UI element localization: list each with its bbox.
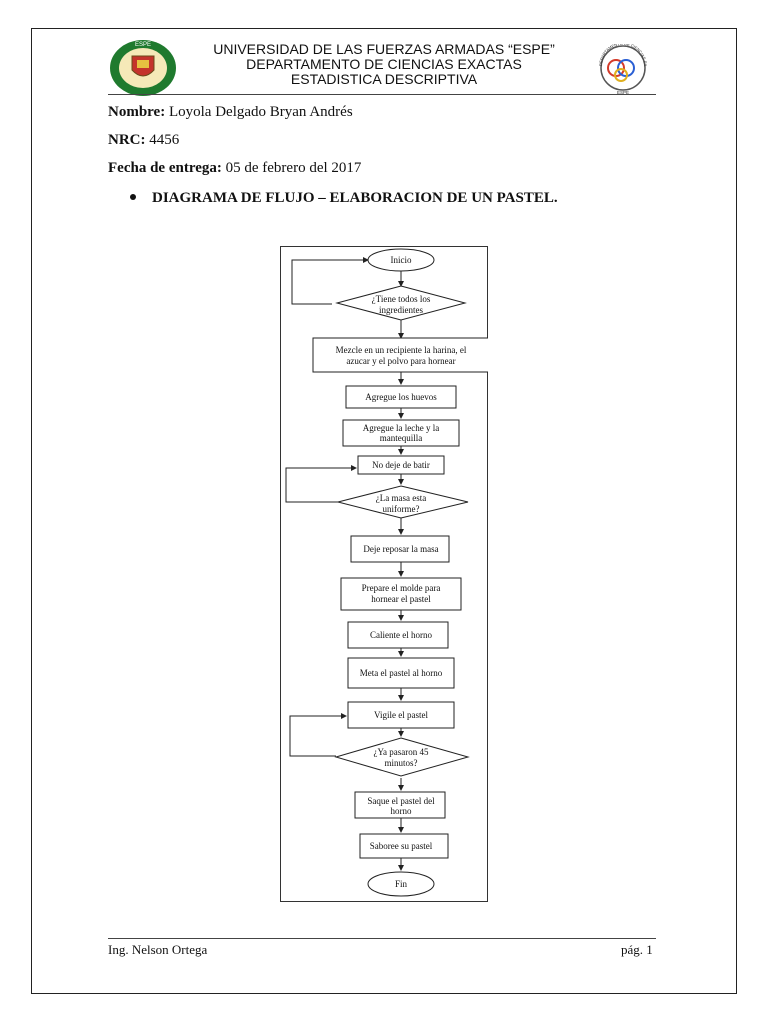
flow-step-mix — [312, 337, 490, 373]
espe-seal-icon: ESPE — [110, 40, 176, 96]
header-university: UNIVERSIDAD DE LAS FUERZAS ARMADAS “ESPE… — [213, 41, 555, 57]
flow-s3-line1: Agregue la leche y la — [363, 423, 439, 433]
flow-s7-label: Caliente el horno — [370, 630, 432, 640]
fecha-label: Fecha de entrega: — [108, 160, 222, 176]
flow-step-watch — [347, 701, 455, 729]
flow-s10-line1: Saque el pastel del — [367, 796, 435, 806]
section-heading: DIAGRAMA DE FLUJO – ELABORACION DE UN PA… — [130, 190, 558, 207]
flow-start-node — [367, 248, 435, 272]
flow-decision-uniform — [337, 485, 469, 519]
footer-author: Ing. Nelson Ortega — [108, 942, 208, 957]
footer-divider — [108, 938, 656, 939]
flow-step-remove — [354, 791, 446, 819]
field-nrc: NRC: 4456 — [108, 132, 179, 149]
flow-end-label: Fin — [395, 879, 408, 889]
nombre-label: Nombre: — [108, 104, 166, 120]
flow-s1-line2: azucar y el polvo para hornear — [346, 356, 455, 366]
flow-step-milk — [342, 419, 460, 447]
ciencias-exactas-seal-icon: DEPARTAMENTO DE CIENCIAS EXACTAS ESPE — [588, 44, 648, 95]
institution-header: UNIVERSIDAD DE LAS FUERZAS ARMADAS “ESPE… — [180, 42, 588, 87]
bullet-icon — [130, 193, 136, 200]
flow-s3-line2: mantequilla — [380, 433, 423, 443]
svg-text:DEPARTAMENTO DE CIENCIAS EXACT: DEPARTAMENTO DE CIENCIAS EXACTAS — [588, 44, 648, 67]
field-fecha: Fecha de entrega: 05 de febrero del 2017 — [108, 160, 361, 177]
nombre-value: Loyola Delgado Bryan Andrés — [165, 104, 353, 120]
header-department: DEPARTAMENTO DE CIENCIAS EXACTAS — [246, 56, 522, 72]
flow-s1-line1: Mezcle en un recipiente la harina, el — [336, 345, 467, 355]
logo-right-under-text: ESPE — [617, 90, 629, 95]
flow-step-enjoy — [359, 833, 449, 859]
field-nombre: Nombre: Loyola Delgado Bryan Andrés — [108, 104, 353, 121]
footer-page-number: pág. 1 — [621, 942, 653, 957]
flow-s2-label: Agregue los huevos — [365, 392, 437, 402]
flow-s5-label: Deje reposar la masa — [363, 544, 438, 554]
flowchart-svg: Inicio ¿Tiene todos los ingredientes Mez… — [280, 246, 490, 902]
flow-s11-label: Saboree su pastel — [370, 841, 433, 851]
flow-q2-line1: ¿La masa esta — [376, 493, 426, 503]
flow-step-insert — [347, 657, 455, 689]
flow-q3-line1: ¿Ya pasaron 45 — [373, 747, 429, 757]
section-title: DIAGRAMA DE FLUJO – ELABORACION DE UN PA… — [152, 190, 558, 206]
nrc-label: NRC: — [108, 132, 146, 148]
flow-s4-label: No deje de batir — [372, 460, 430, 470]
nrc-value: 4456 — [145, 132, 180, 148]
flow-q1-line1: ¿Tiene todos los — [372, 294, 431, 304]
page-border — [31, 28, 737, 994]
header-course: ESTADISTICA DESCRIPTIVA — [290, 71, 478, 87]
flow-start-label: Inicio — [391, 255, 412, 265]
flow-decision-ingredients — [335, 285, 467, 321]
flow-step-mold — [340, 577, 462, 611]
flow-end-node — [367, 871, 435, 897]
flow-s6-line2: hornear el pastel — [371, 594, 431, 604]
flow-s6-line1: Prepare el molde para — [362, 583, 441, 593]
logo-left-ring-text: ESPE — [135, 42, 151, 48]
flow-s9-label: Vigile el pastel — [374, 710, 428, 720]
flowchart-figure: Inicio ¿Tiene todos los ingredientes Mez… — [280, 246, 490, 902]
header-divider — [108, 94, 656, 95]
flow-q2-line2: uniforme? — [383, 504, 420, 514]
fecha-value: 05 de febrero del 2017 — [221, 160, 362, 176]
flow-step-eggs — [345, 385, 457, 409]
flow-s8-label: Meta el pastel al horno — [360, 668, 443, 678]
flow-step-beat — [357, 455, 445, 475]
flow-decision-minutes — [334, 737, 470, 777]
flow-q1-line2: ingredientes — [379, 305, 423, 315]
flow-q3-line2: minutos? — [385, 758, 418, 768]
flow-step-rest — [350, 535, 450, 563]
logo-right-ring-text: DEPARTAMENTO DE CIENCIAS EXACTAS — [588, 44, 648, 67]
flow-s10-line2: horno — [391, 806, 412, 816]
flow-step-heat — [347, 621, 449, 649]
